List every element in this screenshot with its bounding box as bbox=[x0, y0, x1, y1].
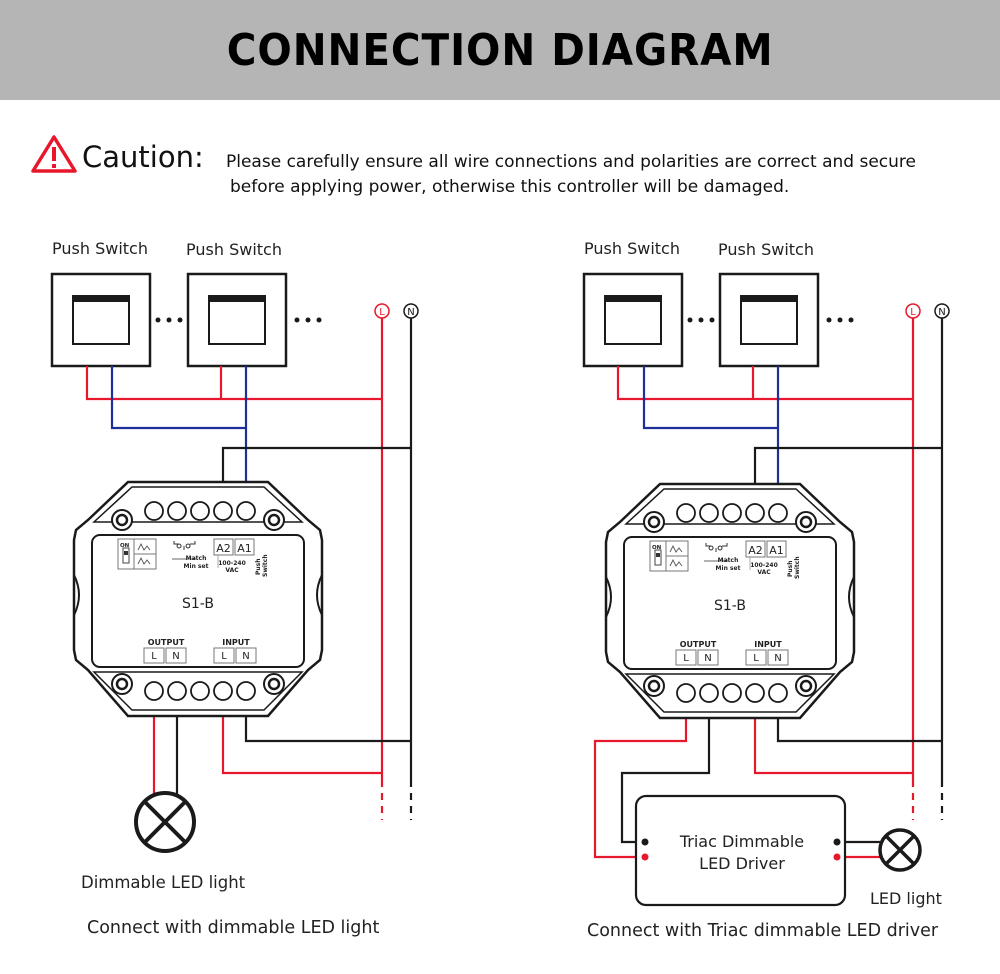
svg-text:OUTPUT: OUTPUT bbox=[680, 640, 717, 649]
svg-text:INPUT: INPUT bbox=[754, 640, 782, 649]
svg-text:N: N bbox=[704, 653, 711, 664]
diagram-left: Push Switch Push Switch L N bbox=[50, 239, 419, 938]
svg-text:N: N bbox=[774, 653, 781, 664]
ellipsis-dots-icon bbox=[687, 317, 854, 323]
push-switch-label: Push Switch bbox=[186, 240, 282, 259]
svg-text:L: L bbox=[910, 307, 916, 318]
push-switch-label: Push Switch bbox=[584, 239, 680, 258]
svg-text:L: L bbox=[151, 651, 157, 662]
push-switch-label: Push Switch bbox=[52, 239, 148, 258]
warning-triangle-icon bbox=[31, 135, 77, 173]
svg-text:Match: Match bbox=[718, 557, 739, 564]
ellipsis-dots-icon bbox=[155, 317, 322, 323]
switch-live-bus bbox=[616, 366, 913, 401]
svg-text:N: N bbox=[938, 307, 945, 318]
module-labels: ON Match Min set A2 A1 100-240 VAC Push … bbox=[120, 542, 269, 662]
switch-signal-bus bbox=[642, 366, 778, 430]
diagram-right: Push Switch Push Switch L N bbox=[582, 239, 950, 941]
svg-text:ON: ON bbox=[120, 543, 130, 549]
live-marker-icon: L bbox=[374, 303, 390, 319]
push-switch-icon bbox=[186, 272, 288, 368]
svg-text:A1: A1 bbox=[237, 542, 252, 555]
push-switch-label: Push Switch bbox=[718, 240, 814, 259]
triac-led-driver: Triac Dimmable LED Driver bbox=[634, 794, 847, 907]
live-marker-icon: L bbox=[905, 303, 921, 319]
module-labels: ON Match Min set A2 A1 100-240 VAC Push … bbox=[652, 544, 801, 664]
svg-text:N: N bbox=[242, 651, 249, 662]
output-live-wire bbox=[593, 700, 688, 859]
svg-text:N: N bbox=[407, 307, 414, 318]
push-switch-icon bbox=[718, 272, 820, 368]
svg-text:Min set: Min set bbox=[716, 565, 741, 572]
svg-text:A2: A2 bbox=[216, 542, 231, 555]
caution-label: Caution: bbox=[82, 140, 204, 174]
svg-text:L: L bbox=[379, 307, 385, 318]
svg-text:INPUT: INPUT bbox=[222, 638, 250, 647]
svg-text:L: L bbox=[683, 653, 689, 664]
load-label: Dimmable LED light bbox=[81, 873, 246, 892]
driver-label-line1: Triac Dimmable bbox=[679, 832, 804, 851]
diagram-caption: Connect with Triac dimmable LED driver bbox=[587, 921, 939, 941]
caution-text-line1: Please carefully ensure all wire connect… bbox=[226, 152, 916, 172]
neutral-marker-icon: N bbox=[934, 303, 950, 319]
lamp-icon bbox=[878, 828, 922, 872]
svg-text:Match: Match bbox=[186, 555, 207, 562]
svg-text:L: L bbox=[221, 651, 227, 662]
svg-text:VAC: VAC bbox=[225, 567, 239, 574]
module-model: S1-B bbox=[714, 598, 746, 614]
svg-text:N: N bbox=[172, 651, 179, 662]
push-switch-icon bbox=[50, 272, 152, 368]
driver-label-line2: LED Driver bbox=[699, 854, 785, 873]
svg-text:A1: A1 bbox=[769, 544, 784, 557]
diagram-caption: Connect with dimmable LED light bbox=[87, 918, 379, 938]
svg-text:Push: Push bbox=[787, 560, 794, 577]
page-title: CONNECTION DIAGRAM bbox=[226, 24, 774, 76]
caution-text-line2: before applying power, otherwise this co… bbox=[230, 177, 790, 197]
svg-text:Switch: Switch bbox=[262, 554, 269, 577]
input-live-wire bbox=[221, 700, 382, 775]
svg-text:Push: Push bbox=[255, 558, 262, 575]
neutral-marker-icon: N bbox=[403, 303, 419, 319]
svg-text:VAC: VAC bbox=[757, 569, 771, 576]
svg-text:OUTPUT: OUTPUT bbox=[148, 638, 185, 647]
load-label: LED light bbox=[870, 889, 942, 908]
svg-text:100-240: 100-240 bbox=[750, 562, 778, 569]
lamp-icon bbox=[134, 791, 196, 853]
svg-text:100-240: 100-240 bbox=[218, 560, 246, 567]
title-banner: CONNECTION DIAGRAM bbox=[0, 0, 1000, 100]
output-neutral-wire bbox=[620, 700, 711, 844]
svg-text:ON: ON bbox=[652, 545, 662, 551]
svg-text:Switch: Switch bbox=[794, 556, 801, 579]
switch-live-bus bbox=[85, 366, 382, 401]
svg-text:A2: A2 bbox=[748, 544, 763, 557]
push-switch-icon bbox=[582, 272, 684, 368]
switch-signal-bus bbox=[110, 366, 246, 430]
svg-text:L: L bbox=[753, 653, 759, 664]
module-model: S1-B bbox=[182, 596, 214, 612]
svg-text:Min set: Min set bbox=[184, 563, 209, 570]
input-live-wire bbox=[753, 700, 913, 775]
wires bbox=[85, 318, 413, 820]
